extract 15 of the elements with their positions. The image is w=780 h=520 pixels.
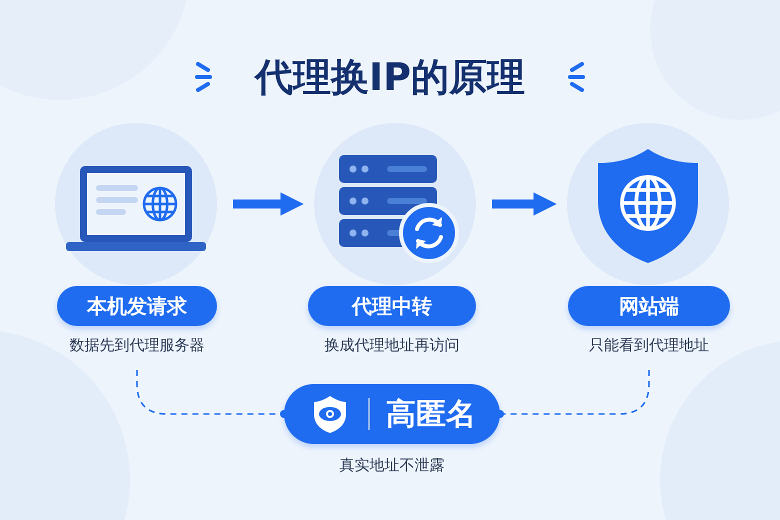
badge-pill [284,384,500,444]
node-label: 只能看到代理地址 [588,336,710,355]
step-pill [57,286,217,326]
title: 代理换IP的原理 [255,55,525,99]
pill-label: 代理中转 [352,292,432,320]
pill-label: 高匿名 [386,396,476,434]
step-pill [568,286,730,326]
pill-label: 本机发请求 [87,292,187,320]
step-pill [308,286,476,326]
node-label: 换成代理地址再访问 [324,336,460,355]
node-label: 真实地址不泄露 [338,456,446,475]
pill-label: 网站端 [619,292,679,320]
node-label: 数据先到代理服务器 [68,336,206,355]
arrow [233,192,304,216]
arrow [492,192,557,216]
